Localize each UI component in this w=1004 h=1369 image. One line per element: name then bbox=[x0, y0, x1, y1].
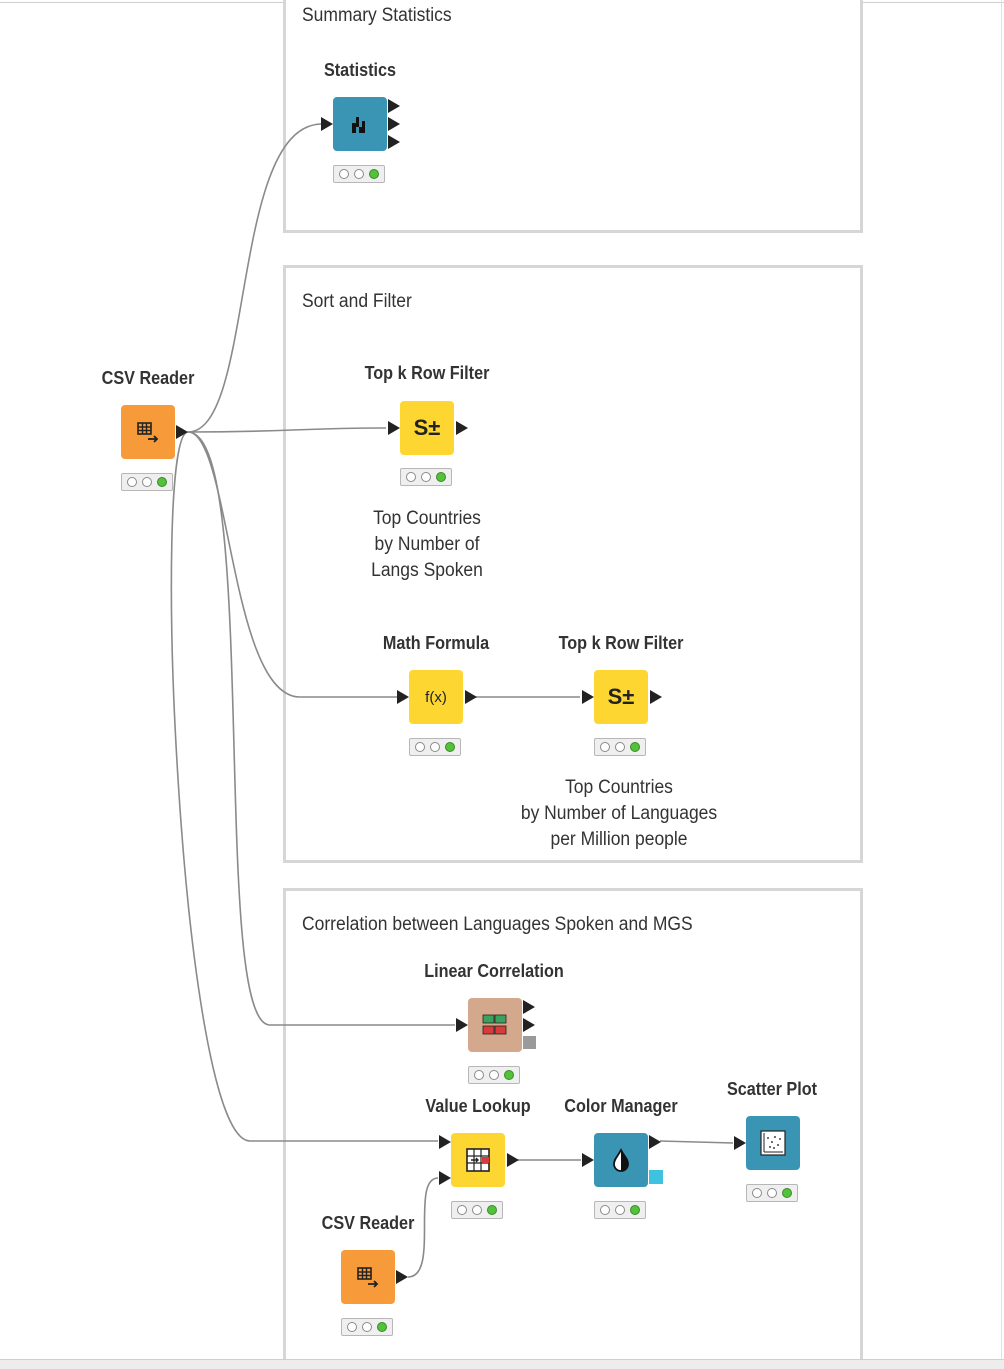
output-port[interactable] bbox=[456, 421, 468, 435]
input-port-2[interactable] bbox=[439, 1171, 451, 1185]
output-port-1[interactable] bbox=[388, 99, 400, 113]
node-csv-reader-2[interactable] bbox=[341, 1250, 408, 1304]
input-port[interactable] bbox=[397, 690, 409, 704]
table-arrow-icon bbox=[341, 1250, 395, 1304]
node-label-math-formula: Math Formula bbox=[382, 633, 490, 653]
scatter-plot-icon bbox=[746, 1116, 800, 1170]
output-port[interactable] bbox=[465, 690, 477, 704]
input-port[interactable] bbox=[388, 421, 400, 435]
status-traffic-light bbox=[121, 473, 173, 491]
node-top-k-row-filter[interactable]: S± bbox=[388, 401, 468, 455]
output-port-1[interactable] bbox=[523, 1000, 535, 1014]
node-value-lookup[interactable] bbox=[439, 1133, 519, 1187]
status-traffic-light bbox=[400, 468, 452, 486]
node-label-statistics: Statistics bbox=[323, 60, 397, 80]
color-drop-icon bbox=[594, 1133, 648, 1187]
node-label-top-k-row-filter: Top k Row Filter bbox=[558, 633, 684, 653]
status-traffic-light bbox=[333, 165, 385, 183]
horizontal-scrollbar[interactable] bbox=[0, 1359, 1004, 1369]
node-color-manager[interactable] bbox=[582, 1133, 663, 1187]
node-description: Top Countries by Number of Langs Spoken bbox=[371, 508, 483, 581]
sort-filter-icon: S± bbox=[400, 401, 454, 455]
node-label-scatter-plot: Scatter Plot bbox=[726, 1079, 818, 1099]
annotation-title: Summary Statistics bbox=[302, 5, 452, 26]
output-port-2[interactable] bbox=[523, 1018, 535, 1032]
node-top-k-row-filter-2[interactable]: S± bbox=[582, 670, 662, 724]
status-traffic-light bbox=[594, 1201, 646, 1219]
sort-filter-icon: S± bbox=[594, 670, 648, 724]
status-traffic-light bbox=[468, 1066, 520, 1084]
input-port[interactable] bbox=[582, 1153, 594, 1167]
color-model-output-port[interactable] bbox=[649, 1170, 663, 1184]
node-statistics[interactable] bbox=[321, 97, 400, 151]
connection-csv-to-topk1 bbox=[187, 427, 387, 433]
output-port[interactable] bbox=[650, 690, 662, 704]
status-traffic-light bbox=[594, 738, 646, 756]
connection-csv-to-statistics bbox=[187, 123, 323, 433]
node-math-formula[interactable]: f(x) bbox=[397, 670, 477, 724]
node-label-csv-reader: CSV Reader bbox=[321, 1213, 415, 1233]
node-scatter-plot[interactable] bbox=[734, 1116, 800, 1170]
node-linear-correlation[interactable] bbox=[456, 998, 536, 1052]
input-port[interactable] bbox=[734, 1136, 746, 1150]
annotation-title: Sort and Filter bbox=[302, 291, 412, 312]
node-label-value-lookup: Value Lookup bbox=[425, 1096, 531, 1116]
input-port[interactable] bbox=[456, 1018, 468, 1032]
annotation-sort-and-filter[interactable]: Sort and Filter bbox=[283, 265, 863, 863]
output-port[interactable] bbox=[649, 1135, 661, 1149]
output-port[interactable] bbox=[176, 425, 188, 439]
input-port[interactable] bbox=[321, 117, 333, 131]
node-label-csv-reader: CSV Reader bbox=[101, 368, 195, 388]
status-traffic-light bbox=[451, 1201, 503, 1219]
annotation-title: Correlation between Languages Spoken and… bbox=[302, 914, 693, 935]
status-traffic-light bbox=[746, 1184, 798, 1202]
correlation-matrix-icon bbox=[468, 998, 522, 1052]
output-port[interactable] bbox=[396, 1270, 408, 1284]
formula-icon: f(x) bbox=[409, 670, 463, 724]
node-label-linear-correlation: Linear Correlation bbox=[424, 961, 564, 981]
node-label-top-k-row-filter: Top k Row Filter bbox=[364, 363, 490, 383]
output-port[interactable] bbox=[507, 1153, 519, 1167]
input-port[interactable] bbox=[582, 690, 594, 704]
node-label-color-manager: Color Manager bbox=[564, 1096, 678, 1116]
statistics-icon bbox=[333, 97, 387, 151]
node-description: Top Countries by Number of Languages per… bbox=[520, 777, 718, 850]
connection-csv-to-linear-correlation bbox=[187, 431, 455, 1026]
view-output-port[interactable] bbox=[523, 1036, 536, 1049]
connection-csv2-to-value-lookup bbox=[407, 1177, 439, 1278]
node-csv-reader[interactable] bbox=[121, 405, 188, 459]
table-arrow-icon bbox=[121, 405, 175, 459]
lookup-table-icon bbox=[451, 1133, 505, 1187]
status-traffic-light bbox=[409, 738, 461, 756]
connection-csv-to-mathformula bbox=[187, 431, 398, 698]
connection-colormanager-to-scatter bbox=[659, 1140, 734, 1144]
canvas-right-border bbox=[1001, 0, 1002, 1368]
connection-csv-to-value-lookup bbox=[170, 431, 438, 1142]
input-port-1[interactable] bbox=[439, 1135, 451, 1149]
status-traffic-light bbox=[341, 1318, 393, 1336]
output-port-3[interactable] bbox=[388, 135, 400, 149]
output-port-2[interactable] bbox=[388, 117, 400, 131]
